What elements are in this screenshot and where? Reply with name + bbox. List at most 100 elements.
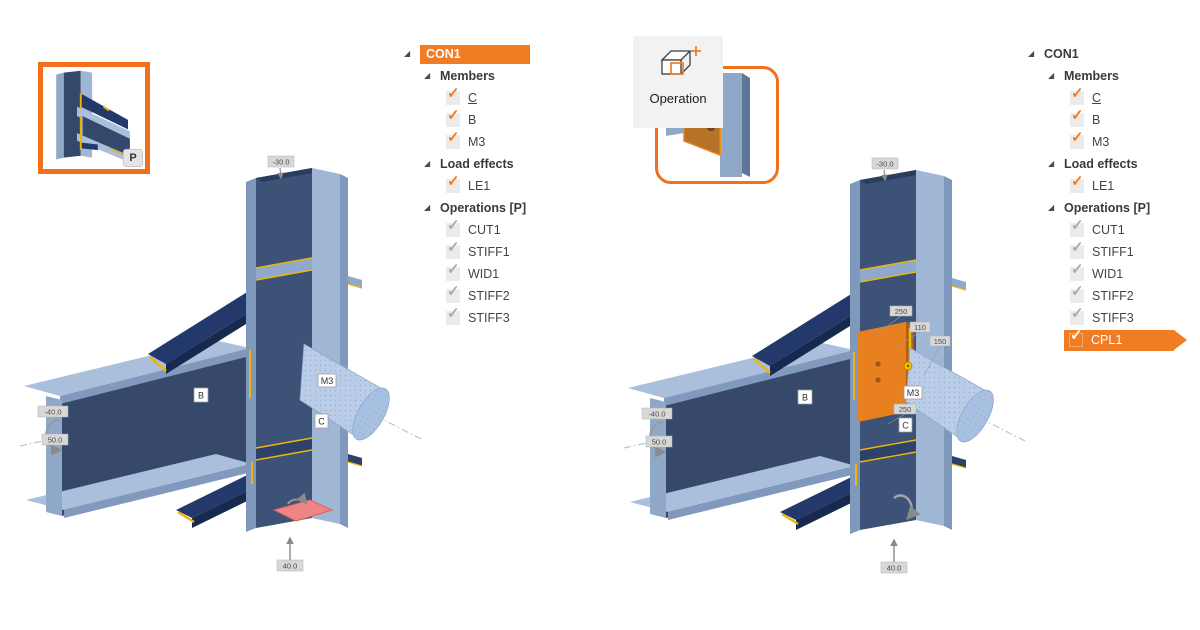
checkbox[interactable]: ✓	[1069, 327, 1083, 347]
stiffener-upper	[859, 259, 967, 291]
checkbox[interactable]: ✓	[446, 85, 460, 105]
load-tag-base: 40.0	[283, 562, 298, 571]
checkbox[interactable]: ✓	[1070, 107, 1084, 127]
member-labels: B C M3	[193, 373, 337, 429]
tree-left-item-m3[interactable]: ✓ M3	[446, 129, 486, 149]
checkbox[interactable]: ✓	[446, 239, 460, 259]
expander-icon[interactable]: ◢	[1048, 71, 1055, 80]
check-icon: ✓	[447, 107, 460, 124]
tree-right-item-b[interactable]: ✓ B	[1070, 107, 1101, 127]
check-icon: ✓	[1071, 239, 1084, 256]
tree-right-item-cut1[interactable]: ✓ CUT1	[1070, 217, 1125, 237]
checkbox[interactable]: ✓	[1070, 85, 1084, 105]
checkbox[interactable]: ✓	[1070, 305, 1084, 325]
expander-icon[interactable]: ◢	[1048, 203, 1055, 212]
operation-button-label: Operation	[649, 91, 707, 106]
tree-right-group-loads[interactable]: ◢ Load effects	[1048, 157, 1138, 171]
tree-right-item-m3[interactable]: ✓ M3	[1070, 129, 1110, 149]
tree-right-root[interactable]: ◢ CON1	[1028, 43, 1198, 65]
column-member	[246, 168, 348, 532]
thumbnail-connection-drawing	[56, 70, 131, 163]
expander-icon[interactable]: ◢	[1048, 159, 1055, 168]
checkbox[interactable]: ✓	[1070, 129, 1084, 149]
expander-icon[interactable]: ◢	[404, 49, 411, 58]
checkbox[interactable]: ✓	[1070, 283, 1084, 303]
tree-right-item-cpl1-selected[interactable]: ✓ CPL1	[1064, 327, 1198, 351]
check-icon: ✓	[447, 85, 460, 102]
tree-right-item-stiff2[interactable]: ✓ STIFF2	[1070, 283, 1134, 303]
dim-250-top: 250	[895, 307, 908, 316]
checkbox[interactable]: ✓	[1070, 173, 1084, 193]
dimension-annotations: 250 110 150 250	[873, 305, 951, 425]
tree-right-item-c[interactable]: ✓ C	[1070, 85, 1102, 105]
load-annotations: -30.0 -40.0 50.0 40.0	[37, 155, 304, 572]
expander-icon[interactable]: ◢	[1028, 49, 1035, 58]
checkbox[interactable]: ✓	[1070, 239, 1084, 259]
check-icon: ✓	[1071, 85, 1084, 102]
model-viewport-right[interactable]: 250 110 150 250 -30.0 -40.0 50.0 40.0 B	[622, 150, 1027, 615]
check-icon: ✓	[1071, 217, 1084, 234]
tree-left-item-wid1[interactable]: ✓ WID1	[446, 261, 500, 281]
tree-right-item-stiff3[interactable]: ✓ STIFF3	[1070, 305, 1134, 325]
tree-right-item-cpl1-label: CPL1	[1091, 333, 1123, 347]
tree-left-item-c[interactable]: ✓ C	[446, 85, 478, 105]
tree-left-group-loads[interactable]: ◢ Load effects	[424, 157, 514, 171]
tube-member	[299, 343, 422, 441]
expander-icon[interactable]: ◢	[424, 159, 431, 168]
dim-250-bottom: 250	[899, 405, 912, 414]
checkbox[interactable]: ✓	[446, 173, 460, 193]
check-icon: ✓	[1071, 261, 1084, 278]
label-column: C	[902, 421, 909, 431]
load-tag-top: -30.0	[876, 160, 893, 169]
load-tag-moment: -40.0	[648, 410, 665, 419]
checkbox[interactable]: ✓	[446, 107, 460, 127]
tree-left-item-stiff1[interactable]: ✓ STIFF1	[446, 239, 510, 259]
checkbox[interactable]: ✓	[446, 283, 460, 303]
tree-right-group-members[interactable]: ◢ Members	[1048, 69, 1119, 83]
check-icon: ✓	[447, 283, 460, 300]
bolt-marker-center	[906, 364, 910, 368]
tree-left-group-operations[interactable]: ◢ Operations [P]	[424, 201, 527, 215]
tree-left-item-b[interactable]: ✓ B	[446, 107, 477, 127]
tree-left-root[interactable]: ◢ CON1	[404, 43, 574, 65]
label-beam: B	[802, 393, 808, 403]
checkbox[interactable]: ✓	[1070, 217, 1084, 237]
load-tag-base: 40.0	[887, 564, 902, 573]
tree-right-item-wid1[interactable]: ✓ WID1	[1070, 261, 1124, 281]
checkbox[interactable]: ✓	[446, 217, 460, 237]
tree-right-group-operations[interactable]: ◢ Operations [P]	[1048, 201, 1151, 215]
tree-left-item-le1[interactable]: ✓ LE1	[446, 173, 491, 193]
checkbox[interactable]: ✓	[446, 261, 460, 281]
checkbox[interactable]: ✓	[446, 129, 460, 149]
tree-right-item-stiff1[interactable]: ✓ STIFF1	[1070, 239, 1134, 259]
load-tag-force: 50.0	[652, 438, 667, 447]
load-tag-moment: -40.0	[44, 408, 61, 417]
check-icon: ✓	[1070, 327, 1083, 344]
tree-right-root-label: CON1	[1044, 47, 1079, 61]
operation-button[interactable]: Operation	[633, 36, 723, 128]
check-icon: ✓	[447, 173, 460, 190]
member-labels: B C M3	[797, 385, 923, 433]
model-viewport-left[interactable]: -30.0 -40.0 50.0 40.0 B C M3	[18, 148, 423, 613]
tree-left-group-members[interactable]: ◢ Members	[424, 69, 495, 83]
check-icon: ✓	[447, 305, 460, 322]
check-icon: ✓	[1071, 107, 1084, 124]
load-annotations: -30.0 -40.0 50.0 40.0	[641, 157, 908, 574]
tree-panel-left: ◢ CON1 ◢ Members ✓ C ✓ B ✓ M3 ◢ Load eff…	[404, 43, 574, 329]
stiffener-upper	[255, 257, 363, 289]
connection-thumbnail-left[interactable]: P	[38, 62, 150, 174]
cpl1-selection-banner: ✓ CPL1	[1064, 327, 1187, 351]
tree-left-root-label: CON1	[420, 44, 530, 64]
label-tube: M3	[321, 376, 334, 386]
checkbox[interactable]: ✓	[446, 305, 460, 325]
checkbox[interactable]: ✓	[1070, 261, 1084, 281]
plus-icon	[691, 46, 701, 56]
load-tag-top: -30.0	[272, 158, 289, 167]
expander-icon[interactable]: ◢	[424, 71, 431, 80]
label-beam: B	[198, 391, 204, 401]
tree-left-item-cut1[interactable]: ✓ CUT1	[446, 217, 501, 237]
tree-left-item-stiff3[interactable]: ✓ STIFF3	[446, 305, 510, 325]
expander-icon[interactable]: ◢	[424, 203, 431, 212]
tree-left-item-stiff2[interactable]: ✓ STIFF2	[446, 283, 510, 303]
tree-right-item-le1[interactable]: ✓ LE1	[1070, 173, 1115, 193]
